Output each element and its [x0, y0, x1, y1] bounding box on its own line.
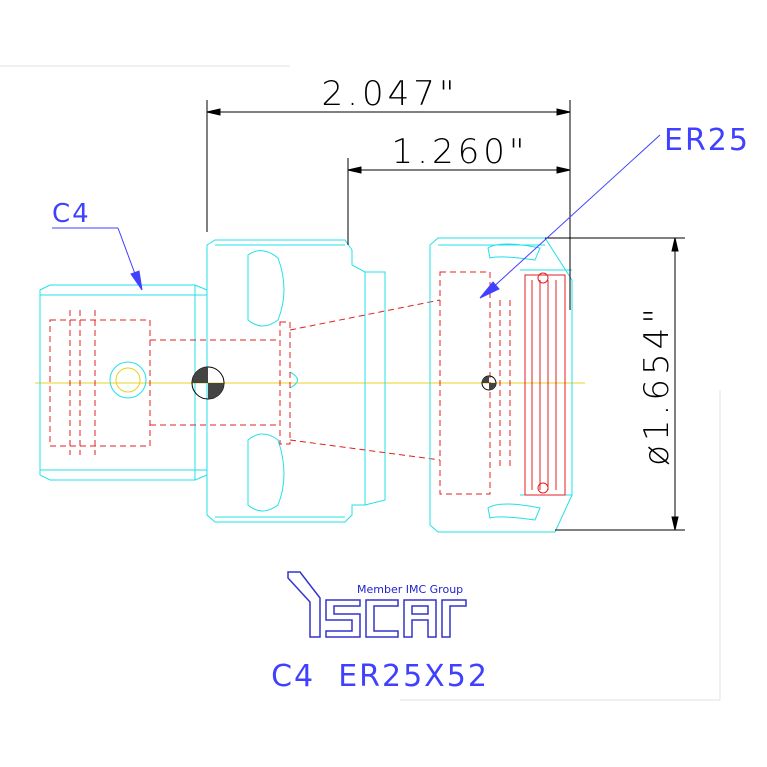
er25-callout — [479, 134, 661, 299]
drive-pin — [191, 366, 225, 400]
main-body — [206, 239, 386, 523]
overall-length-label: 2.047" — [322, 74, 459, 114]
er25-nut — [429, 237, 573, 533]
c4-side-hole — [109, 361, 147, 399]
designation-label: C4 ER25X52 — [271, 659, 489, 694]
c4-callout-label: C4 — [52, 199, 91, 229]
c4-hidden-lines — [49, 310, 207, 455]
collet-length-label: 1.260" — [392, 132, 529, 172]
diameter-label: ø1.654" — [637, 304, 677, 466]
c4-callout — [52, 227, 143, 291]
member-imc-text: Member IMC Group — [357, 583, 463, 596]
iscar-logo — [287, 571, 467, 638]
dimension-lines — [206, 100, 685, 531]
er25-callout-label: ER25 — [664, 123, 750, 158]
sheet-border — [0, 65, 721, 701]
main-body-hidden — [210, 299, 441, 461]
er25-pin — [481, 375, 497, 391]
